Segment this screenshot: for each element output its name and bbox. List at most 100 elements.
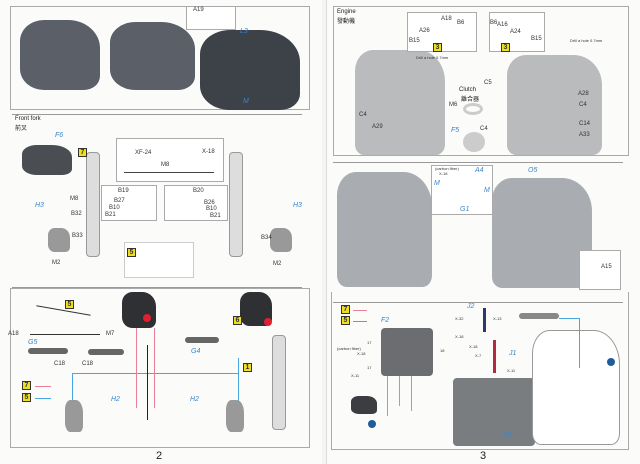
caliper <box>48 228 70 252</box>
wiring-section <box>331 292 629 450</box>
label: X-7 <box>475 353 482 358</box>
label: A33 <box>579 132 590 138</box>
inset-box <box>431 165 493 215</box>
legend-line-blue <box>353 321 367 322</box>
handlebar-switch-photo <box>20 20 100 90</box>
brake-line-blue <box>72 373 238 374</box>
step-badge: 7 <box>78 148 87 157</box>
inset-box <box>407 12 477 52</box>
label: B34 <box>261 235 272 241</box>
fork-tube <box>86 152 100 257</box>
label: A29 <box>372 124 383 130</box>
label: B20 <box>193 188 204 194</box>
label: H2 <box>111 396 120 403</box>
cable <box>147 345 148 420</box>
caliper <box>226 400 244 432</box>
legend-badge-5: 5 <box>22 393 31 402</box>
inset-box <box>579 250 621 290</box>
step-badge: 3 <box>433 43 442 52</box>
engine-photo-left <box>337 172 432 287</box>
handle-grip <box>185 337 219 343</box>
label: A15 <box>601 264 612 270</box>
label: A19 <box>193 7 204 13</box>
handle-grip <box>88 349 124 355</box>
label: B15 <box>409 38 420 44</box>
caliper <box>270 228 292 252</box>
label: A24 <box>510 29 521 35</box>
step-badge: 3 <box>501 43 510 52</box>
hose-part <box>483 308 486 332</box>
label: B6 <box>490 20 498 26</box>
label: M2 <box>273 261 282 267</box>
brake-line-blue <box>72 373 73 408</box>
clutch-ring <box>463 103 483 115</box>
label: 18 <box>440 348 445 353</box>
blue-marker <box>607 358 615 366</box>
label: B21 <box>210 213 221 219</box>
inset-box <box>186 6 236 30</box>
label: J2 <box>467 303 475 310</box>
label: G4 <box>191 348 201 355</box>
caliper <box>65 400 83 432</box>
page-number: 2 <box>156 450 163 462</box>
handlebar-switch-photo <box>110 22 195 90</box>
label: X-18 <box>455 334 464 339</box>
clutch-label-cn: 離合器 <box>461 97 480 103</box>
label: J1 <box>509 350 517 357</box>
step-badge: 6 <box>233 316 242 325</box>
label: A4 <box>475 167 484 174</box>
brake-line-red <box>136 328 137 408</box>
label: G1 <box>460 206 470 213</box>
label: O5 <box>528 167 538 174</box>
label: X-11 <box>351 373 360 378</box>
battery-box <box>381 328 433 376</box>
divider <box>333 162 623 163</box>
wire-blue <box>559 318 579 319</box>
label: H3 <box>293 202 302 209</box>
label: C18 <box>82 361 94 367</box>
drill-note: Drill a hole 0.7mm <box>570 38 603 43</box>
label: M <box>434 180 440 187</box>
page-2: A19 L3 M Front fork 前叉 F6 7 XF-24 X-18 M… <box>8 6 310 462</box>
label: B26 <box>204 200 215 206</box>
wire-red <box>387 376 388 416</box>
label: B32 <box>71 211 82 217</box>
page-number: 3 <box>480 450 487 462</box>
legend-badge-5: 5 <box>341 316 350 325</box>
label: C4 <box>579 102 587 108</box>
clutch-drum <box>463 132 485 152</box>
divider <box>333 302 623 303</box>
label: M2 <box>52 260 61 266</box>
label: H3 <box>35 202 44 209</box>
engine-photo-right <box>492 178 592 288</box>
label: (carbon fiber) <box>435 166 459 171</box>
fork-tube <box>272 335 286 430</box>
label: M <box>243 98 249 105</box>
legend-badge-7: 7 <box>22 381 31 390</box>
clutch-label: Clutch <box>459 87 477 93</box>
cable <box>124 172 214 173</box>
engine-section <box>333 6 629 156</box>
label: B15 <box>531 36 542 42</box>
section-title-cn: 前叉 <box>15 126 28 132</box>
label: B21 <box>105 212 116 218</box>
drill-note: Drill a hole 0.7mm <box>416 55 449 60</box>
section-title-cn: 發動機 <box>337 19 356 25</box>
step-badge: 1 <box>243 363 252 372</box>
label: A18 <box>441 16 452 22</box>
step-badge: 5 <box>127 248 136 257</box>
handle-grip <box>28 348 68 354</box>
brake-line-red <box>154 328 155 408</box>
label: C14 <box>579 121 591 127</box>
page-3: Engine 發動機 A18 B6 A26 B15 B6 A16 A24 B15… <box>326 0 640 464</box>
inset-box <box>101 185 157 221</box>
wire-red <box>399 376 400 406</box>
part-photo <box>22 145 72 175</box>
photo-section <box>10 6 310 110</box>
label: M8 <box>161 162 170 168</box>
section-title: Engine <box>337 9 356 15</box>
label: C5 <box>484 80 492 86</box>
label: D6 <box>503 432 512 439</box>
label: C4 <box>359 112 367 118</box>
label: H2 <box>190 396 199 403</box>
